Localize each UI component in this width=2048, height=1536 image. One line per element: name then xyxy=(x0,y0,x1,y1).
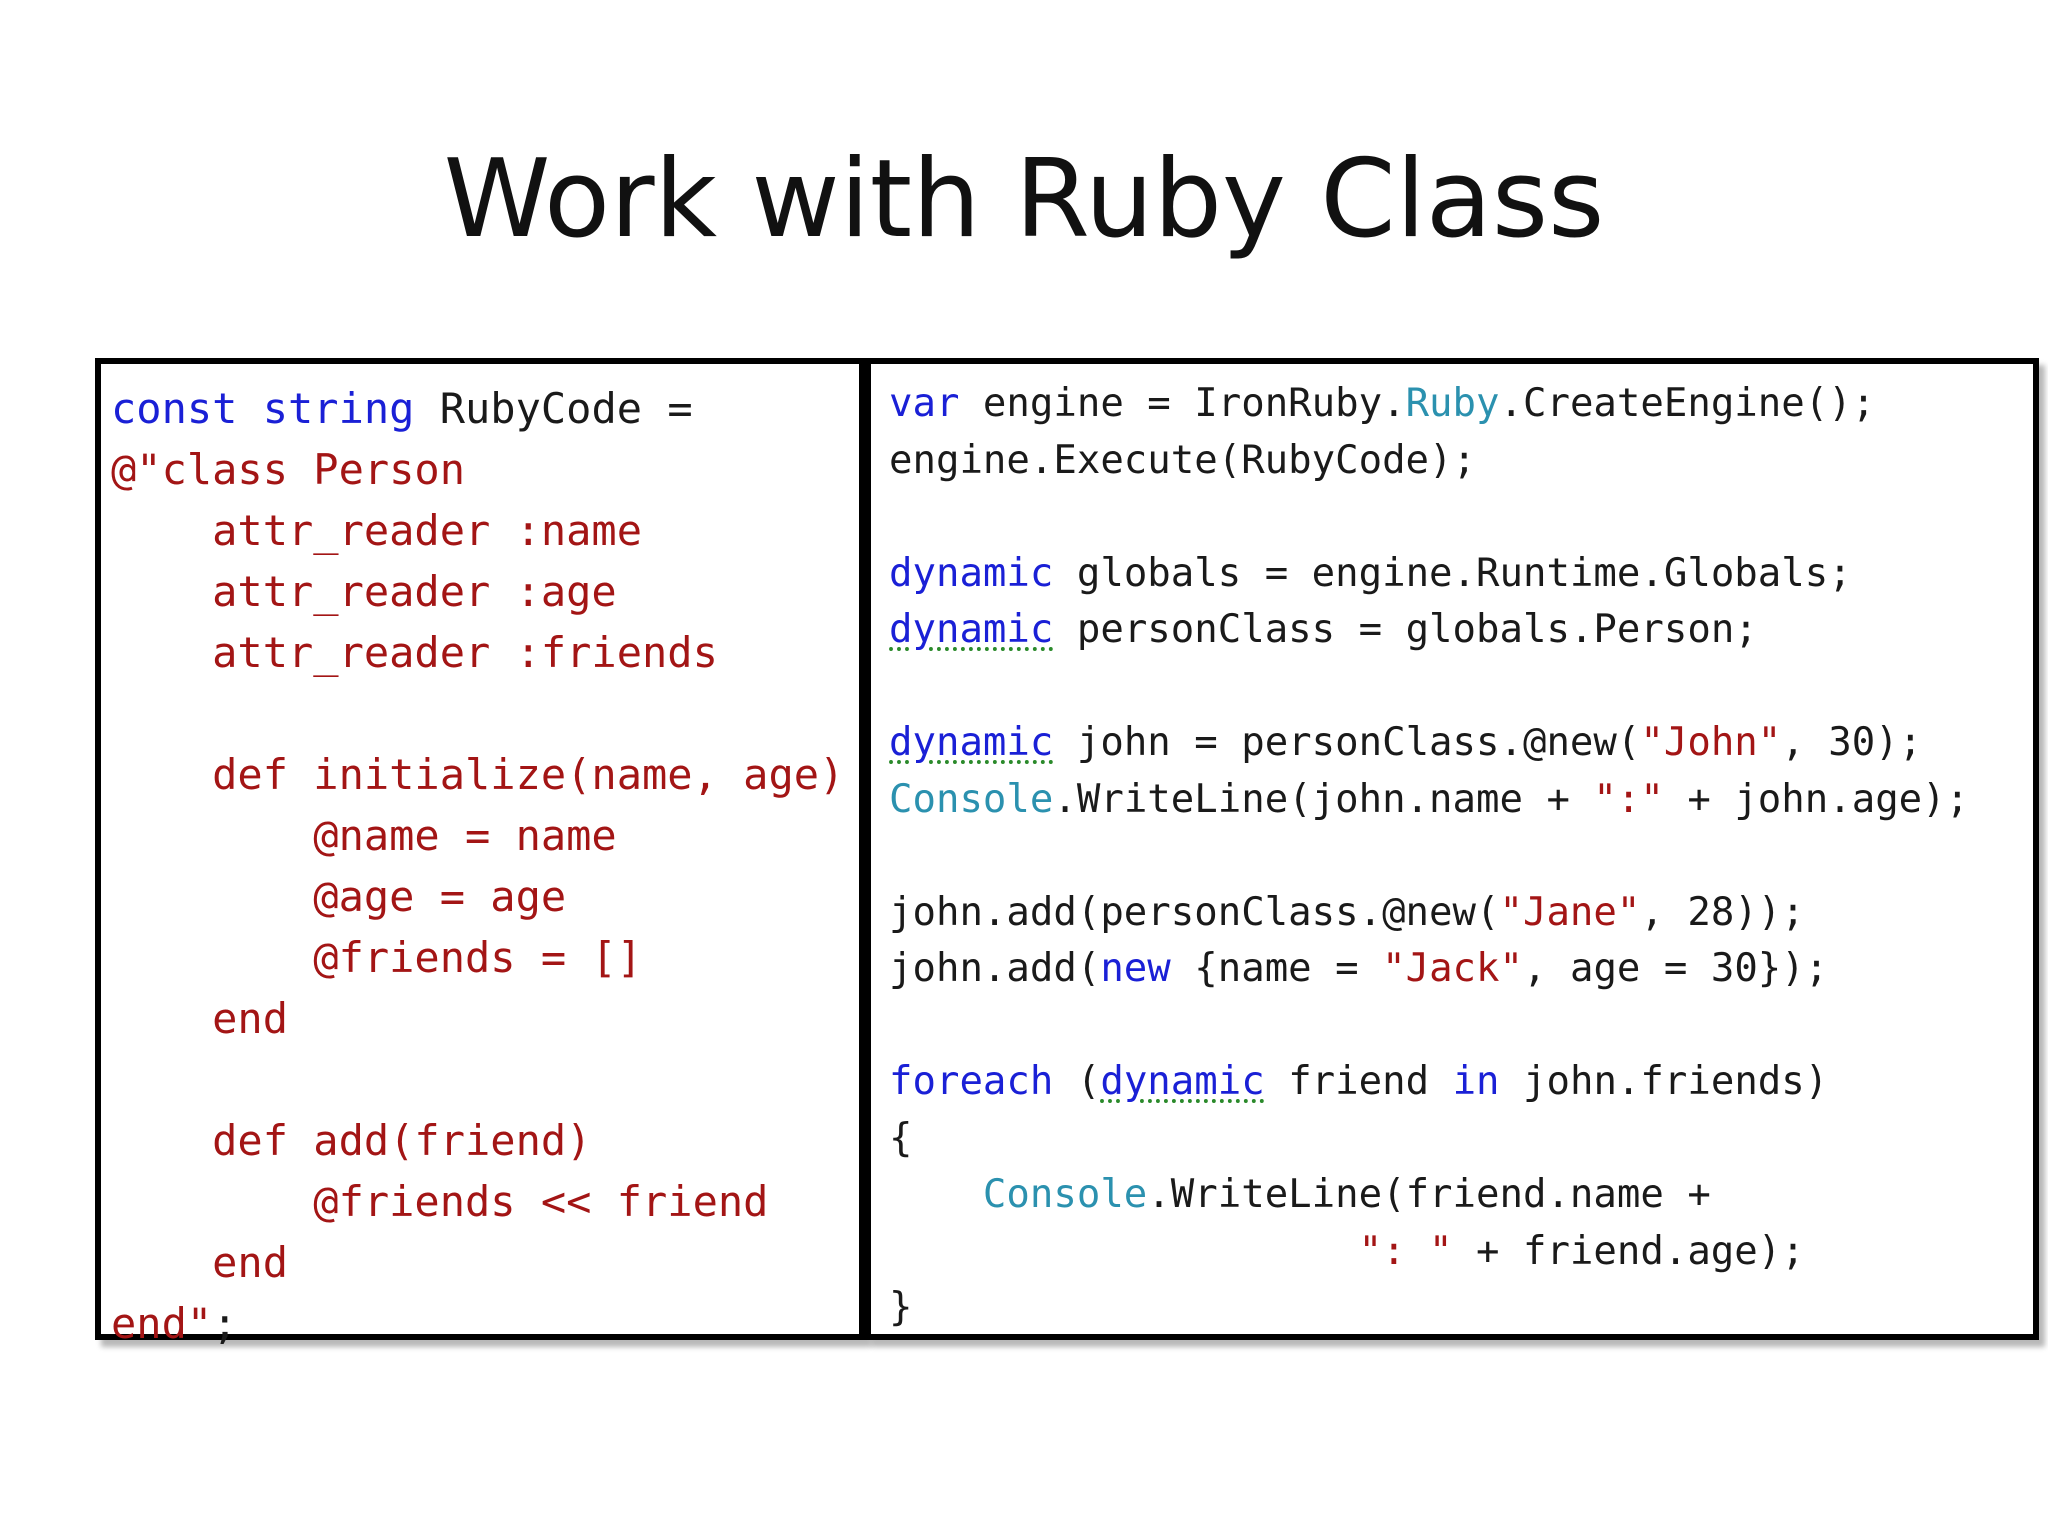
code-token: Ruby xyxy=(1405,381,1500,426)
code-token: new xyxy=(1100,946,1171,991)
code-token: "John" xyxy=(1640,720,1782,765)
code-line: } xyxy=(889,1280,2033,1337)
code-token xyxy=(237,384,262,433)
code-line: foreach (dynamic friend in john.friends) xyxy=(889,1054,2033,1111)
code-line xyxy=(889,828,2033,885)
code-line: var engine = IronRuby.Ruby.CreateEngine(… xyxy=(889,376,2033,433)
code-token: "Jack" xyxy=(1382,946,1523,991)
code-token: john = personClass.@new( xyxy=(1053,720,1641,765)
code-token: def initialize(name, age) xyxy=(111,750,845,799)
code-token: {name = xyxy=(1170,946,1383,991)
code-token: , age = 30}); xyxy=(1523,946,1829,991)
code-token: } xyxy=(889,1285,913,1330)
code-token: const xyxy=(111,384,238,433)
code-token: attr_reader :age xyxy=(111,567,617,616)
code-line: john.add(new {name = "Jack", age = 30}); xyxy=(889,941,2033,998)
code-token: @age = age xyxy=(111,872,567,921)
code-token: + john.age); xyxy=(1663,776,1970,822)
code-token: ; xyxy=(212,1299,238,1348)
code-token: , 30); xyxy=(1781,720,1923,765)
code-token: friend xyxy=(1264,1059,1453,1104)
code-line: dynamic personClass = globals.Person; xyxy=(889,602,2033,659)
code-token: attr_reader :name xyxy=(111,506,643,555)
code-token: ": " xyxy=(1358,1228,1453,1274)
code-token: @"class Person xyxy=(111,445,466,494)
code-line: const string RubyCode = xyxy=(111,378,859,439)
code-token: personClass = globals.Person; xyxy=(1053,607,1758,652)
code-token: john.friends) xyxy=(1499,1059,1829,1104)
code-line: @"class Person xyxy=(111,439,859,500)
csharp-code-panel: var engine = IronRuby.Ruby.CreateEngine(… xyxy=(865,358,2039,1340)
code-token: ":" xyxy=(1593,776,1664,822)
code-line: def add(friend) xyxy=(111,1110,859,1171)
ruby-code-panel: const string RubyCode = @"class Person at… xyxy=(95,358,865,1348)
code-token: globals = engine.Runtime.Globals; xyxy=(1053,550,1852,596)
code-line xyxy=(889,998,2033,1055)
code-line: @friends = [] xyxy=(111,927,859,988)
code-token xyxy=(889,1172,983,1217)
code-token: @name = name xyxy=(111,811,617,860)
code-token: dynamic xyxy=(889,607,1054,652)
code-line: john.add(personClass.@new("Jane", 28)); xyxy=(889,885,2033,942)
code-token: foreach xyxy=(889,1059,1054,1104)
code-line: engine.Execute(RubyCode); xyxy=(889,433,2033,490)
code-token: "Jane" xyxy=(1499,889,1641,935)
code-line: Console.WriteLine(friend.name + xyxy=(889,1167,2033,1224)
code-line: @age = age xyxy=(111,866,859,927)
code-token: Console xyxy=(982,1172,1148,1217)
code-line: dynamic john = personClass.@new("John", … xyxy=(889,715,2033,772)
code-line: end"; xyxy=(111,1293,859,1354)
code-token: .WriteLine(john.name + xyxy=(1053,776,1594,822)
code-token: john.add( xyxy=(889,946,1101,991)
code-line: attr_reader :friends xyxy=(111,622,859,683)
code-token xyxy=(889,1229,1359,1274)
code-token: { xyxy=(889,1115,913,1161)
code-token: var xyxy=(889,381,960,426)
code-token: dynamic xyxy=(889,720,1054,765)
code-token: end xyxy=(111,994,289,1043)
code-token: engine.Execute(RubyCode); xyxy=(889,437,1476,483)
code-token: end" xyxy=(111,1299,213,1348)
code-token: string xyxy=(262,384,415,433)
code-token: dynamic xyxy=(889,550,1054,596)
code-line: attr_reader :name xyxy=(111,500,859,561)
code-token: Console xyxy=(889,776,1054,822)
code-line xyxy=(111,683,859,744)
code-token: ( xyxy=(1053,1059,1101,1104)
code-line: end xyxy=(111,988,859,1049)
code-line xyxy=(111,1049,859,1110)
code-line: end xyxy=(111,1232,859,1293)
code-token: , 28)); xyxy=(1640,889,1805,935)
code-token: def add(friend) xyxy=(111,1116,592,1165)
code-line: Console.WriteLine(john.name + ":" + john… xyxy=(889,772,2033,829)
code-line: dynamic globals = engine.Runtime.Globals… xyxy=(889,546,2033,603)
code-line: attr_reader :age xyxy=(111,561,859,622)
code-line: { xyxy=(889,1111,2033,1168)
code-token: .CreateEngine(); xyxy=(1499,381,1876,426)
code-line: @name = name xyxy=(111,805,859,866)
code-token: @friends = [] xyxy=(111,933,643,982)
code-line xyxy=(889,489,2033,546)
code-line xyxy=(889,659,2033,716)
code-token: end xyxy=(111,1238,289,1287)
code-token: dynamic xyxy=(1100,1059,1265,1104)
code-token: + friend.age); xyxy=(1452,1228,1805,1274)
code-token: engine = IronRuby. xyxy=(959,381,1406,426)
code-token: RubyCode = xyxy=(414,384,693,433)
code-line: ": " + friend.age); xyxy=(889,1224,2033,1281)
code-line: @friends << friend xyxy=(111,1171,859,1232)
slide-title: Work with Ruby Class xyxy=(443,137,1605,262)
code-token: attr_reader :friends xyxy=(111,628,718,677)
code-token: john.add(personClass.@new( xyxy=(889,889,1500,935)
code-token: in xyxy=(1452,1059,1500,1104)
code-token: .WriteLine(friend.name + xyxy=(1147,1172,1711,1217)
code-line: def initialize(name, age) xyxy=(111,744,859,805)
code-token: @friends << friend xyxy=(111,1177,769,1226)
